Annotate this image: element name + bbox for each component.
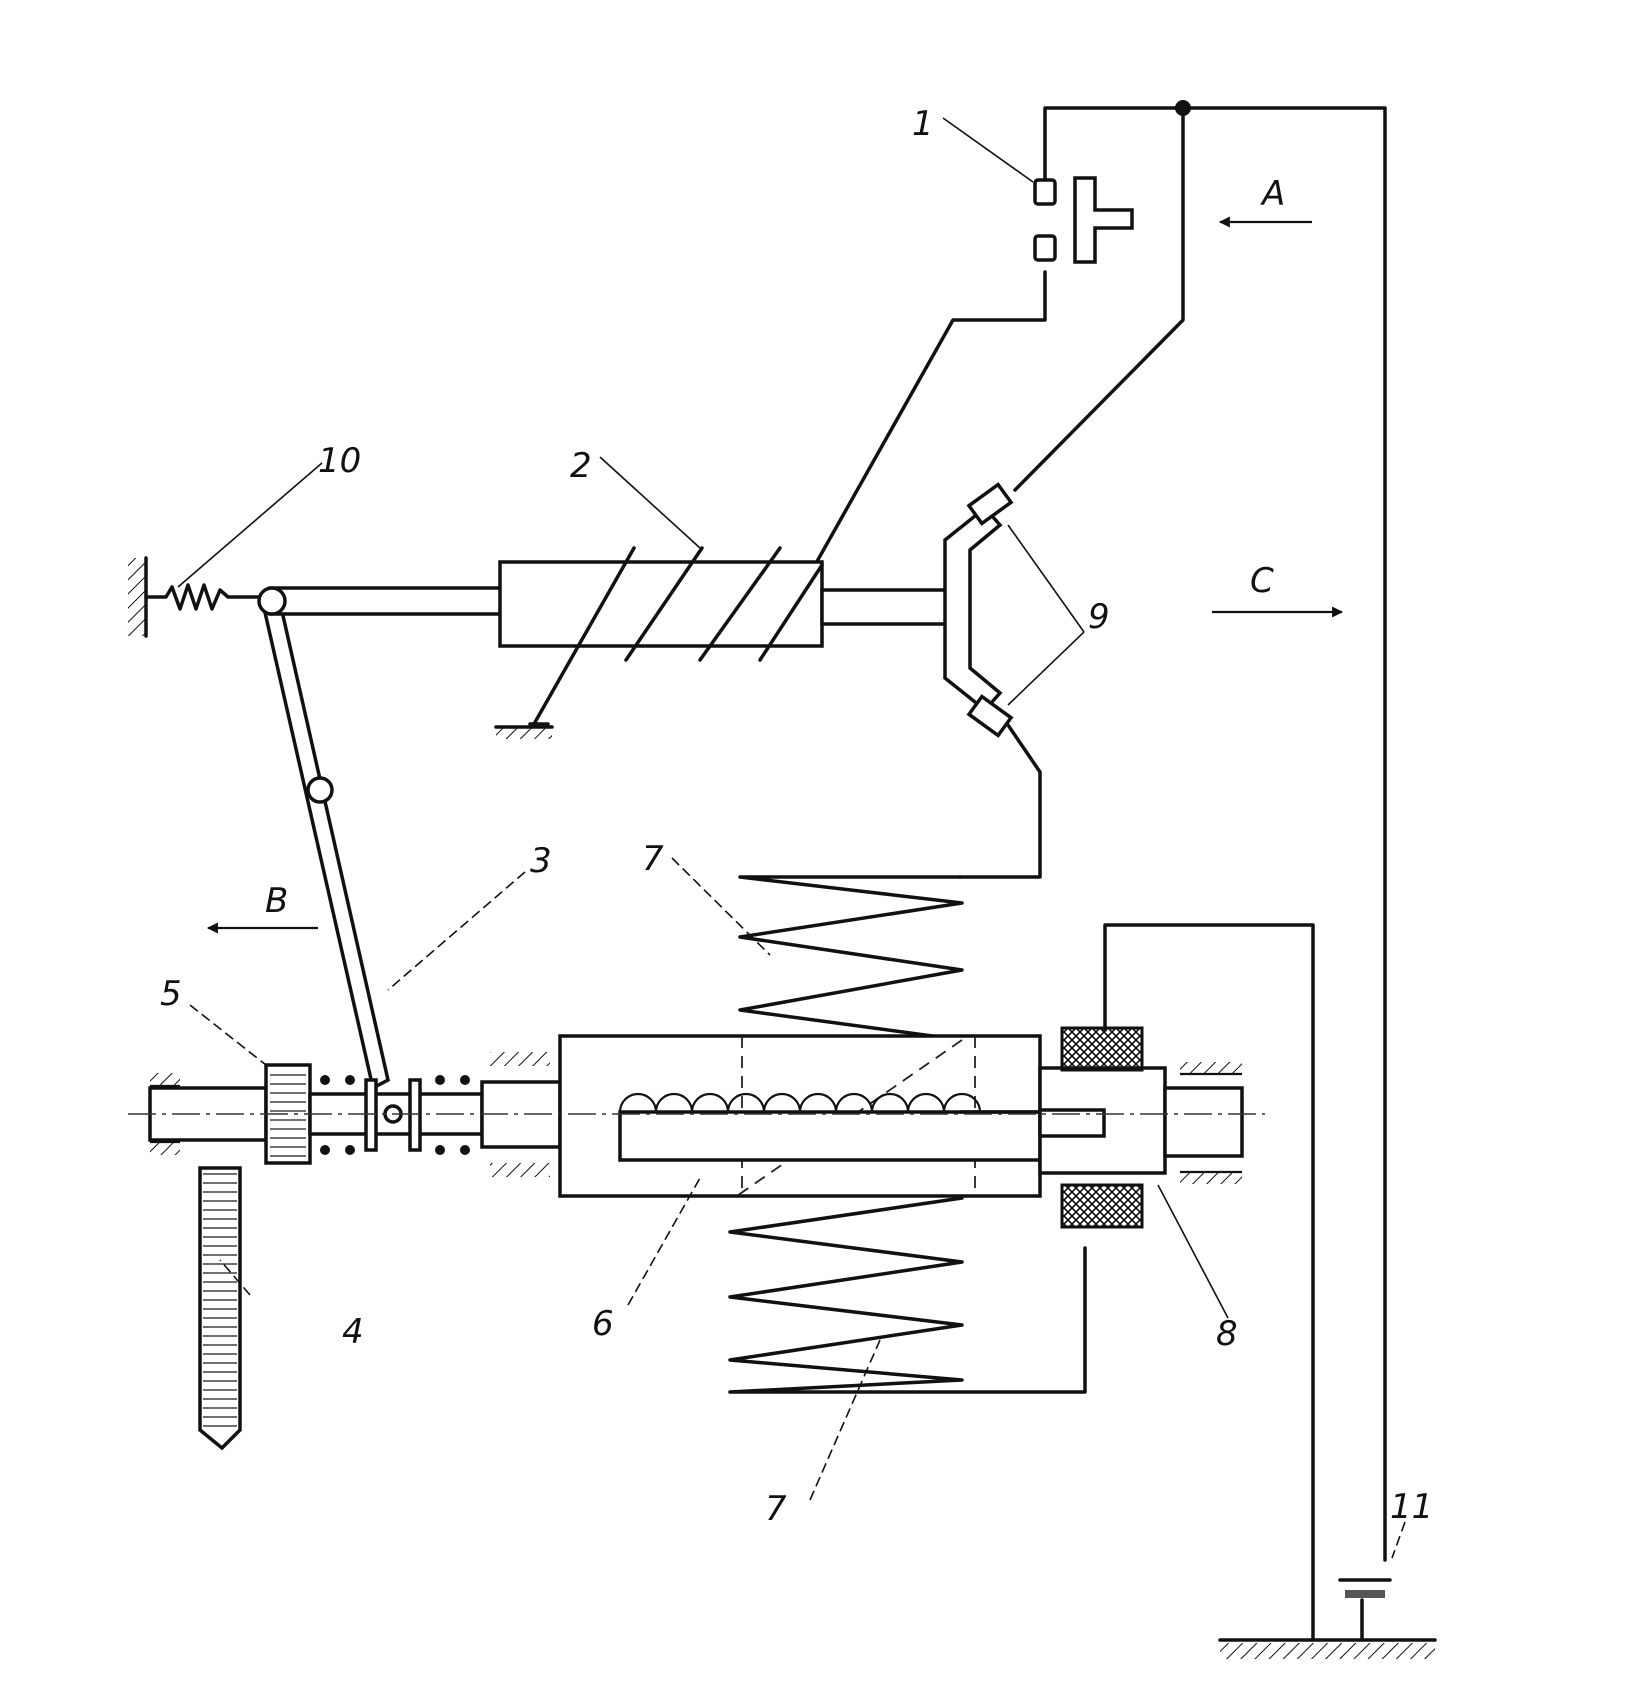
label-7-upper: 7	[642, 839, 664, 879]
label-a: A	[1260, 174, 1285, 214]
coil-7-upper	[738, 875, 964, 1042]
switch-1	[1033, 176, 1134, 264]
label-5: 5	[160, 974, 182, 1014]
direction-arrows	[206, 216, 1344, 934]
top-wiring	[813, 100, 1387, 1562]
tool-4	[198, 1166, 242, 1451]
label-b: B	[265, 881, 288, 921]
label-c: C	[1250, 561, 1274, 601]
label-6: 6	[592, 1304, 614, 1344]
shaft-assembly	[128, 1026, 1265, 1229]
label-9: 9	[1088, 597, 1110, 637]
label-1: 1	[912, 104, 934, 144]
label-10: 10	[318, 441, 361, 481]
ground	[1218, 1638, 1437, 1659]
leader-lines	[177, 117, 1406, 1559]
label-7-lower: 7	[765, 1489, 787, 1529]
label-8: 8	[1216, 1314, 1238, 1354]
label-2: 2	[570, 446, 592, 486]
label-4: 4	[342, 1312, 364, 1352]
battery-11	[1338, 1578, 1392, 1642]
labels: 1 2 3 4 5 6 7 7 8 9 10 11 A B C	[160, 104, 1433, 1529]
label-3: 3	[530, 841, 552, 881]
right-wire	[1103, 923, 1315, 1642]
contact-9	[943, 482, 1042, 879]
spring-10	[128, 556, 264, 638]
solenoid-2	[494, 546, 964, 739]
coil-7-lower	[728, 1196, 1087, 1394]
label-11: 11	[1390, 1487, 1433, 1527]
lever-linkage	[257, 586, 504, 1091]
